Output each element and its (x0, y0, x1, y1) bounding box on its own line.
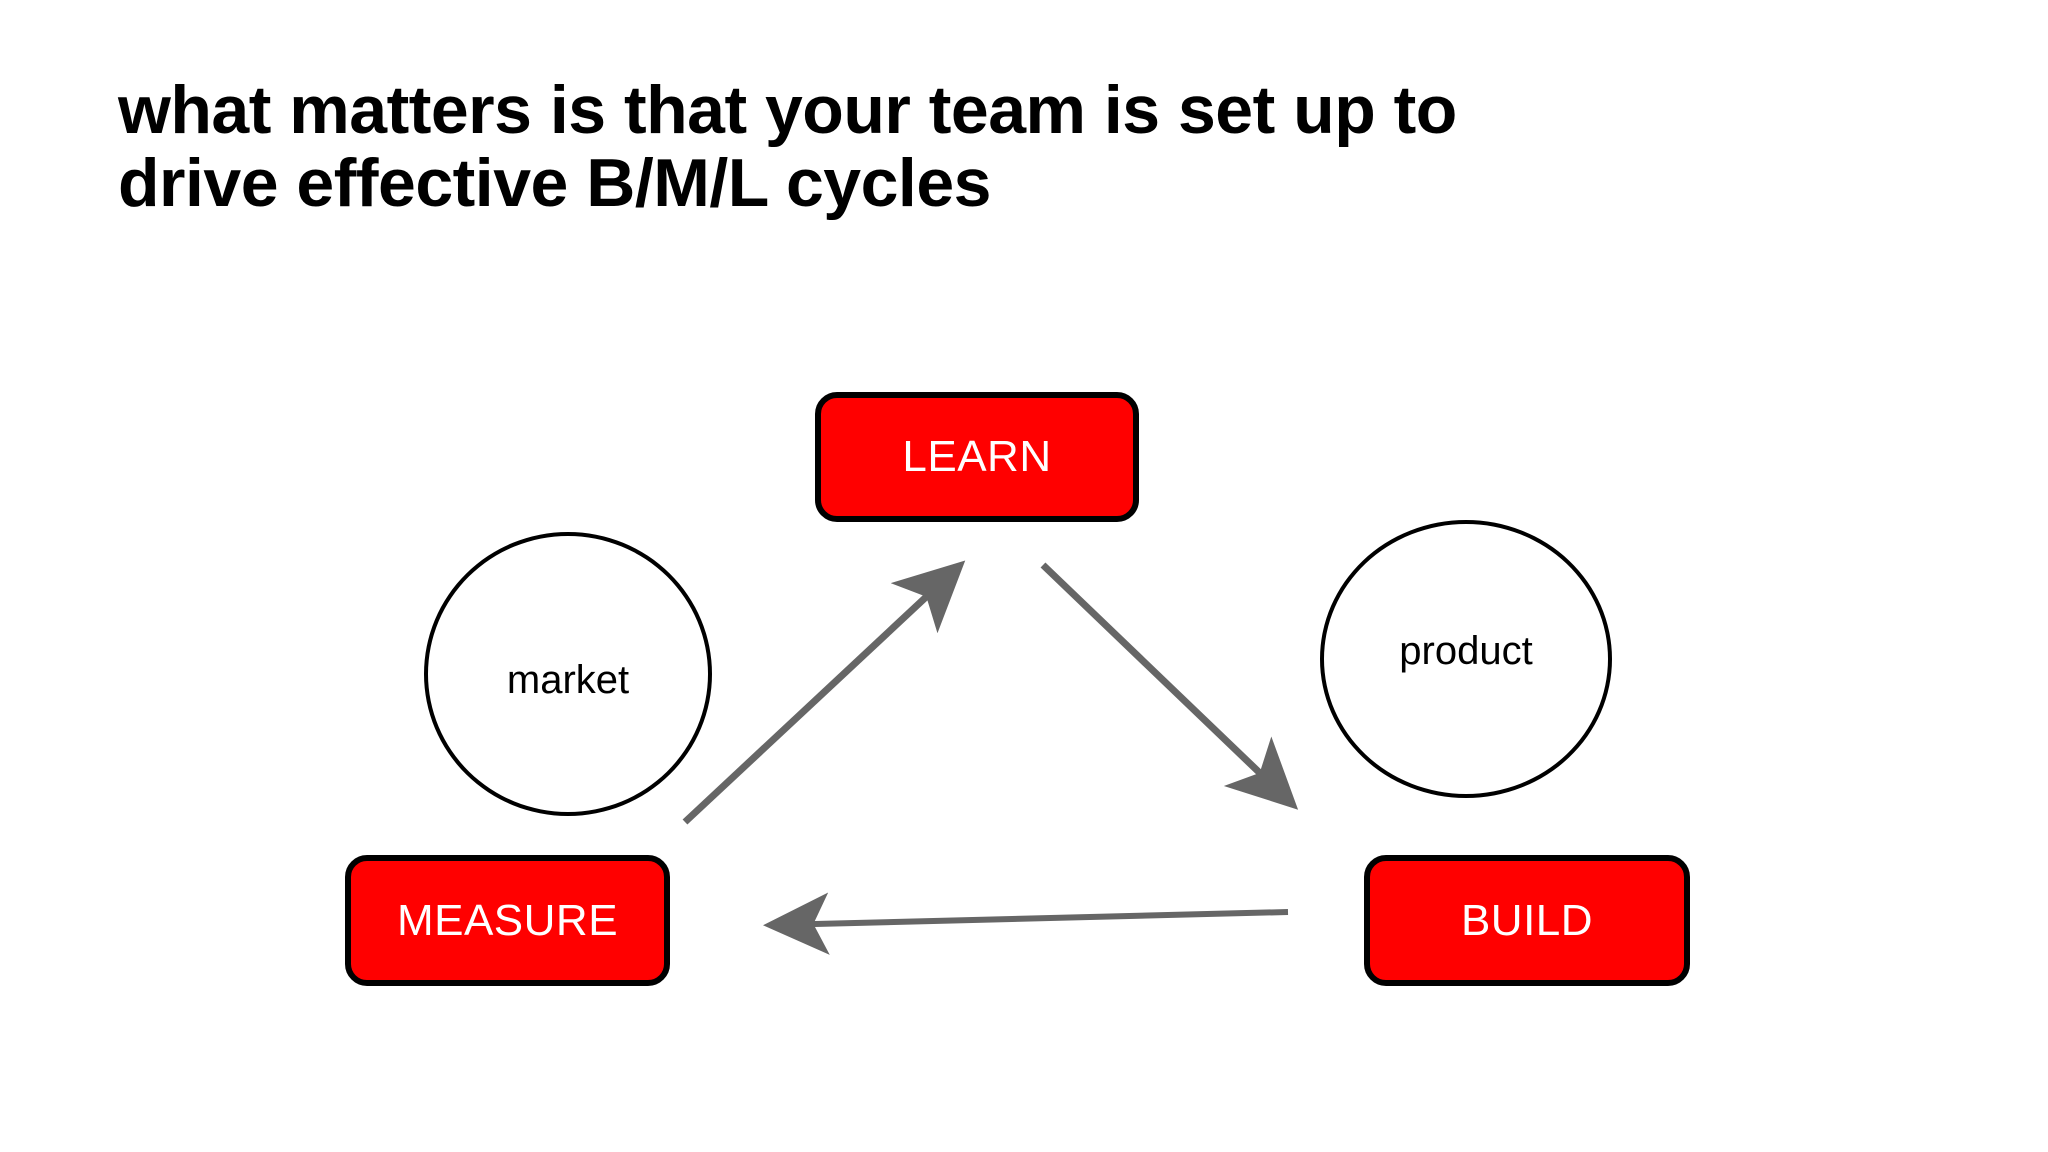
arrow-build-to-measure (763, 892, 1289, 955)
circle-label-market: market (506, 658, 630, 702)
process-box-build[interactable]: BUILD (1364, 855, 1690, 986)
page-title: what matters is that your team is set up… (118, 72, 1457, 222)
circle-label-product: product (1399, 629, 1533, 673)
circle-node-market[interactable]: market (424, 532, 712, 816)
circle-node-product[interactable]: product (1320, 520, 1612, 798)
process-label-learn: LEARN (902, 432, 1052, 481)
process-label-build: BUILD (1460, 895, 1594, 945)
process-box-learn[interactable]: LEARN (815, 392, 1139, 522)
process-box-measure[interactable]: MEASURE (345, 855, 670, 986)
arrow-measure-to-learn (682, 560, 966, 825)
arrow-learn-to-build (1040, 562, 1299, 810)
process-label-measure: MEASURE (396, 895, 619, 945)
